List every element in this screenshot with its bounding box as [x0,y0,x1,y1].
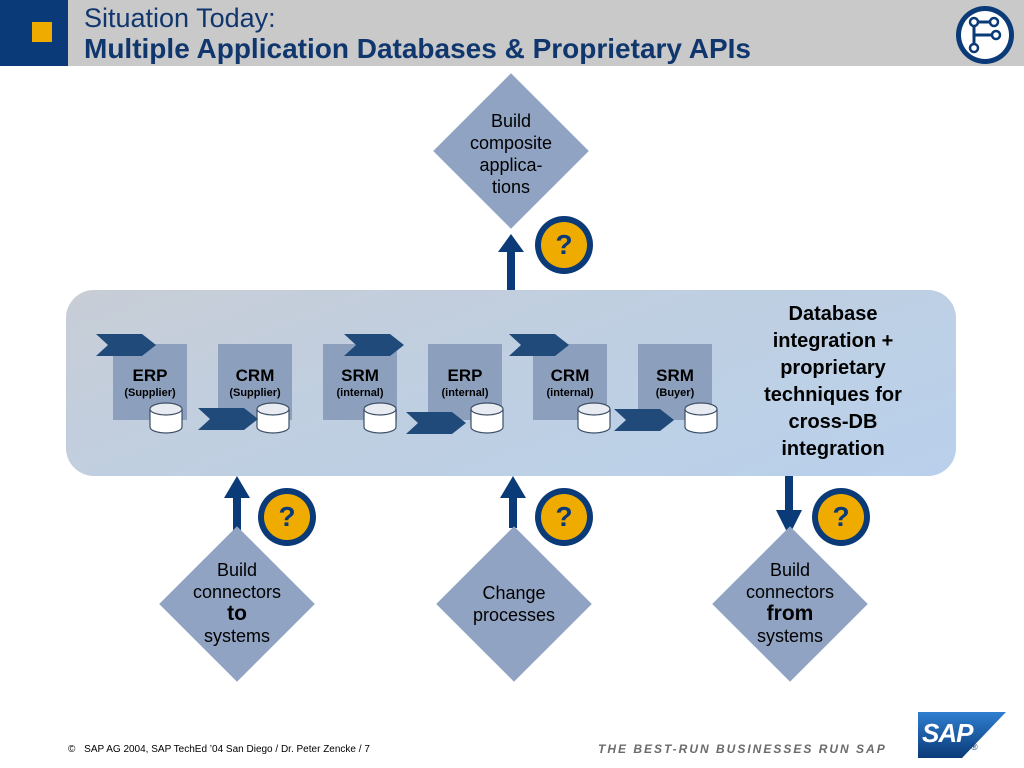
database-icon [577,402,611,434]
arrow-up-middle [500,476,526,528]
db-sub: (internal) [546,387,594,399]
diamond-middle-line: processes [472,605,556,625]
integration-band [66,290,956,476]
diamond-top-line: applica- [479,155,543,175]
footer-copyright: © SAP AG 2004, SAP TechEd ’04 San Diego … [68,744,370,755]
footer-slogan: THE BEST-RUN BUSINESSES RUN SAP [598,742,887,756]
question-mark: ? [264,494,310,540]
chevron-arrow-icon [614,409,674,431]
registered-mark: ® [971,742,978,752]
question-mark: ? [818,494,864,540]
band-description: Database integration + proprietary techn… [764,303,902,460]
chevron-arrow-icon [406,412,466,434]
db-sub: (Supplier) [124,387,176,399]
sap-logo: SAP ® [918,712,1006,758]
question-badge-top: ? [535,216,593,274]
db-name: SRM [656,366,694,385]
arrow-up-left [224,476,250,532]
diamond-left-line: systems [203,626,270,646]
arrow-down-right [776,476,802,536]
question-badge-left: ? [258,488,316,546]
title-line-1: Situation Today: [84,3,276,33]
question-badge-middle: ? [535,488,593,546]
chevron-arrow-icon [344,334,404,356]
diamond-left-emphasis: to [227,602,247,625]
chevron-arrow-icon [198,408,258,430]
question-mark: ? [541,494,587,540]
database-icon [684,402,718,434]
copyright-symbol: © [68,744,76,755]
diamond-middle-text: Change processes [444,582,584,626]
chevron-arrow-icon [96,334,156,356]
diamond-right-emphasis: from [766,602,814,625]
copyright-text: SAP AG 2004, SAP TechEd ’04 San Diego / … [84,744,370,755]
db-name: SRM [341,366,379,385]
header-orange-square [32,22,52,42]
database-icon [149,402,183,434]
db-name: ERP [132,366,168,385]
diamond-right-line: systems [756,626,823,646]
db-sub: (Supplier) [229,387,281,399]
diamond-left-text: Build connectors to systems [167,559,307,647]
diamond-right-line: Build [769,560,811,580]
db-sub: (internal) [336,387,384,399]
sap-logo-shape [918,712,1006,758]
question-mark: ? [541,222,587,268]
sap-logo-text: SAP [922,718,973,748]
question-badge-right: ? [812,488,870,546]
db-sub: (internal) [441,387,489,399]
chevron-arrow-icon [509,334,569,356]
diamond-top-text: Build composite applica- tions [441,110,581,198]
header-bar [0,0,1024,66]
diamond-right-line: connectors [745,582,835,602]
db-name: CRM [235,366,275,385]
db-sub: (Buyer) [655,387,695,399]
diamond-middle-line: Change [482,583,546,603]
db-connectors-layer [96,334,718,434]
network-icon [956,6,1014,64]
diamond-top-line: tions [491,177,531,197]
diamond-right-text: Build connectors from systems [720,559,860,647]
db-name: ERP [447,366,483,385]
arrow-up-to-composite [498,234,524,292]
db-name: CRM [550,366,590,385]
diamond-left-line: Build [216,560,258,580]
database-icon [363,402,397,434]
database-icon [256,402,290,434]
diamond-top-line: composite [469,133,553,153]
title-line-2: Multiple Application Databases & Proprie… [84,33,751,64]
diamond-top-line: Build [490,111,532,131]
database-icon [470,402,504,434]
diamond-left-line: connectors [192,582,282,602]
